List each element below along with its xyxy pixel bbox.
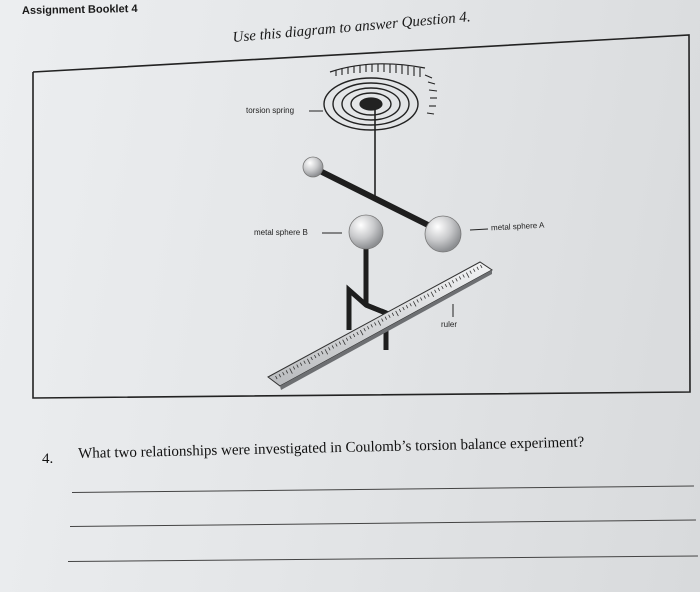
ruler-tick [437,287,440,292]
answer-line[interactable] [71,485,694,493]
ruler-tick [388,314,391,318]
ruler-tick [282,372,285,376]
metal-sphere-b-label: metal sphere B [254,228,308,237]
ruler-tick [451,280,455,284]
torsion-spring-label: torsion spring [246,106,295,115]
ruler-tick [356,331,359,336]
ruler-tick [412,301,417,307]
diagram-frame [32,34,691,399]
answer-line[interactable] [67,555,698,562]
ruler-tick [395,310,399,317]
metal-sphere-a [424,215,462,253]
ruler-tick [352,333,356,338]
ruler-tick [480,264,483,269]
ruler-tick [331,345,334,349]
sphere-a-leader [469,228,489,231]
ruler-tick [359,329,364,336]
torsion-spring-dial [323,63,438,131]
metal-sphere-b [348,214,384,250]
ruler-tick [381,318,384,322]
ruler-tick [434,289,437,293]
ruler-tick [458,276,462,280]
answer-line[interactable] [69,519,696,527]
ruler-tick [324,349,329,355]
ruler-tick [299,362,303,366]
ruler-tick [314,354,317,359]
ruler-tick [363,327,366,332]
ruler [267,261,493,390]
ruler-tick [465,272,470,278]
ruler-tick [321,350,324,355]
ruler-tick [374,322,377,326]
ruler-tick [420,297,423,301]
ruler-tick [377,320,382,326]
ruler-tick [367,326,370,330]
diagram-area: Use this diagram to answer Question 4. t… [32,9,691,399]
ruler-tick [328,347,331,351]
ruler-label: ruler [441,320,458,329]
ruler-tick [398,308,402,313]
ruler-tick [310,356,313,361]
ruler-tick [476,266,479,270]
ruler-tick [345,337,349,341]
ruler-tick [306,358,311,365]
ruler-tick [317,352,320,357]
ruler-tick [275,375,278,380]
ruler-tick [448,281,452,288]
ruler-tick [370,324,373,328]
ruler-tick [402,306,405,311]
ruler-tick [338,341,342,345]
ruler-tick [349,335,352,339]
ruler-tick [409,303,412,307]
ruler-tick [289,368,293,374]
counterweight-sphere [302,156,324,178]
balance-rod [311,165,441,233]
ruler-tick [391,312,395,316]
ruler-tick [384,316,387,320]
ruler-tick [278,373,281,378]
ruler-tick [430,291,435,298]
ruler-tick [444,283,448,288]
ruler-tick [473,268,476,272]
torsion-balance-diagram [32,34,691,399]
ruler-tick [292,366,296,370]
ruler-tick [285,370,289,374]
ruler-tick [296,364,299,368]
ruler-tick [427,293,430,297]
ruler-tick [342,339,346,345]
question-text: What two relationships were investigated… [78,434,585,462]
ruler-tick [416,299,419,303]
ruler-tick [423,295,426,299]
question-number: 4. [42,451,54,467]
ruler-tick [303,360,306,364]
ruler-tick [455,278,458,282]
ruler-tick [441,285,444,290]
ruler-tick [462,274,465,278]
ruler-tick [335,343,338,347]
ruler-tick [469,270,472,274]
ruler-tick [405,304,409,309]
